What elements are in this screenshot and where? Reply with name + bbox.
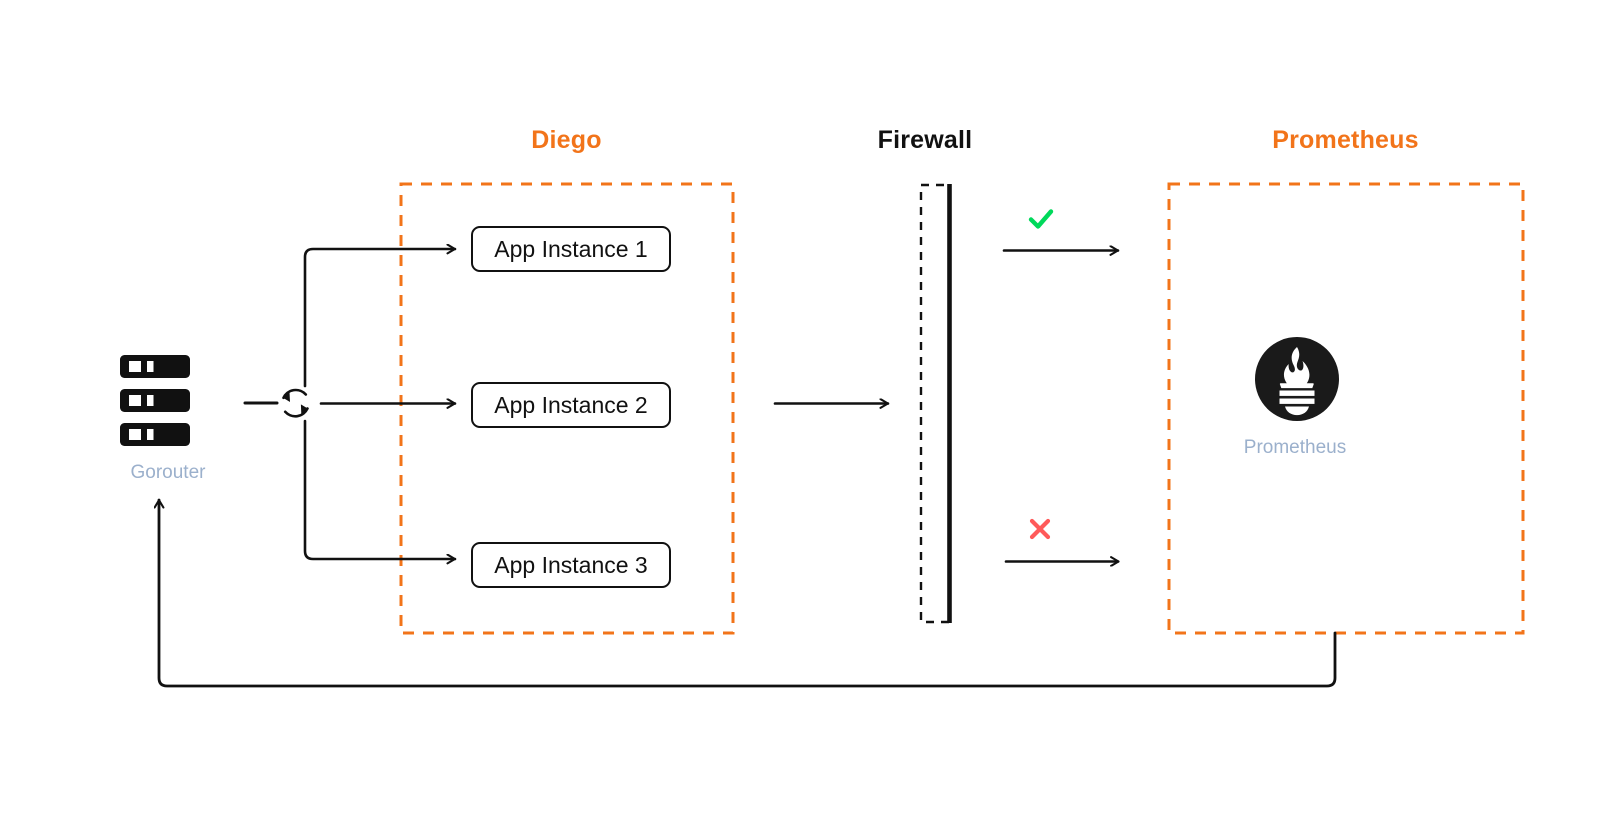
check-icon bbox=[1028, 209, 1054, 229]
firewall-box bbox=[919, 183, 951, 624]
prometheus-group-title: Prometheus bbox=[1272, 126, 1419, 154]
feedback-loop-to-gorouter bbox=[159, 498, 1337, 688]
diego-group-box bbox=[399, 182, 735, 635]
refresh-cycle-icon bbox=[282, 388, 309, 418]
prometheus-node-label: Prometheus bbox=[1243, 437, 1347, 458]
arrow-to-app-instance-3 bbox=[303, 419, 457, 559]
app-instance-2-box[interactable]: App Instance 2 bbox=[471, 382, 671, 428]
arrow-to-app-instance-1 bbox=[303, 249, 457, 388]
app-instance-3-box[interactable]: App Instance 3 bbox=[471, 542, 671, 588]
cross-icon bbox=[1029, 518, 1051, 540]
prometheus-logo-icon bbox=[1255, 337, 1339, 421]
prometheus-group-box bbox=[1167, 182, 1525, 635]
firewall-group-title: Firewall bbox=[877, 126, 973, 154]
gorouter-node-label: Gorouter bbox=[130, 462, 206, 483]
diego-group-title: Diego bbox=[531, 126, 602, 154]
server-stack-icon bbox=[120, 355, 190, 447]
app-instance-1-box[interactable]: App Instance 1 bbox=[471, 226, 671, 272]
